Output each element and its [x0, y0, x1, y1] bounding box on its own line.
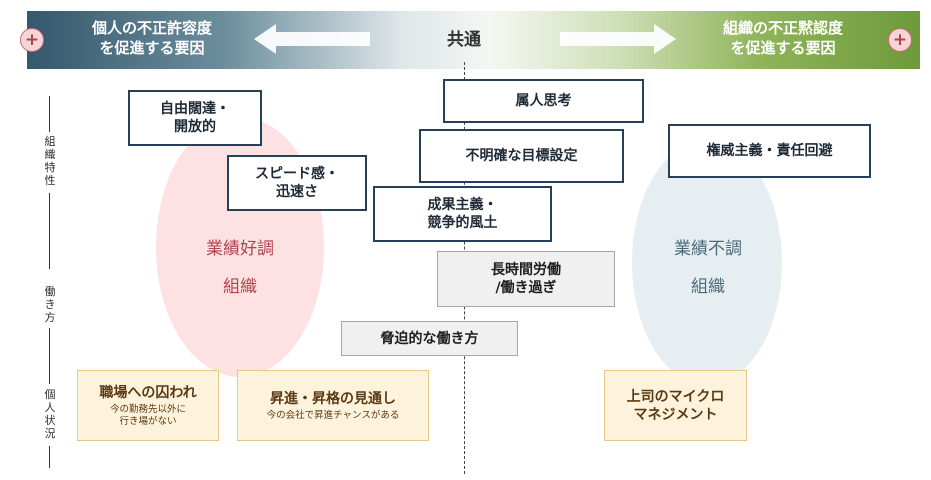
factor-freedom: 自由闊達・ 開放的 [128, 90, 262, 146]
axis-line [49, 446, 50, 468]
right-arrow-icon [560, 24, 676, 54]
good-performance-label: 業績好調 [206, 239, 274, 259]
factor-long-hours: 長時間労働 /働き過ぎ [437, 251, 615, 307]
personal-micromanagement: 上司のマイクロ マネジメント [604, 370, 747, 441]
left-plus-icon: + [20, 28, 44, 52]
header-banner [27, 11, 920, 69]
common-heading: 共通 [447, 30, 481, 50]
personal-promotion-sub: 今の会社で昇進チャンスがある [266, 409, 400, 421]
good-performance-org-label: 組織 [223, 277, 257, 297]
personal-trapped: 職場への囚われ 今の勤務先以外に 行き場がない [77, 370, 219, 441]
factor-results-oriented: 成果主義・ 競争的風土 [373, 186, 552, 242]
left-arrow-icon [254, 24, 370, 54]
factor-personalism: 属人思考 [443, 79, 644, 123]
individual-factors-heading: 個人の不正許容度 を促進する要因 [91, 19, 212, 57]
factor-authoritarian: 権威主義・責任回避 [668, 124, 871, 178]
axis-line [49, 193, 50, 269]
factor-unclear-goals: 不明確な目標設定 [419, 129, 624, 183]
factor-coercive-work: 脅迫的な働き方 [341, 321, 518, 356]
poor-performance-org-label: 組織 [691, 277, 725, 297]
axis-line [49, 328, 50, 384]
poor-performance-label: 業績不調 [674, 239, 742, 259]
personal-promotion: 昇進・昇格の見通し 今の会社で昇進チャンスがある [237, 370, 429, 441]
org-characteristics-label: 組織特性 [44, 135, 56, 187]
poor-performance-ellipse [632, 140, 782, 385]
personal-micromanagement-title: 上司のマイクロ マネジメント [626, 388, 725, 423]
work-style-label: 働き方 [44, 285, 56, 324]
personal-situation-label: 個人状況 [44, 388, 56, 440]
axis-line [49, 96, 50, 132]
right-plus-icon: + [888, 28, 912, 52]
personal-trapped-sub: 今の勤務先以外に 行き場がない [109, 403, 186, 427]
organization-factors-heading: 組織の不正黙認度 を促進する要因 [722, 19, 843, 57]
personal-promotion-title: 昇進・昇格の見通し [270, 390, 396, 407]
factor-speed: スピード感・ 迅速さ [227, 155, 367, 211]
personal-trapped-title: 職場への囚われ [99, 384, 197, 401]
